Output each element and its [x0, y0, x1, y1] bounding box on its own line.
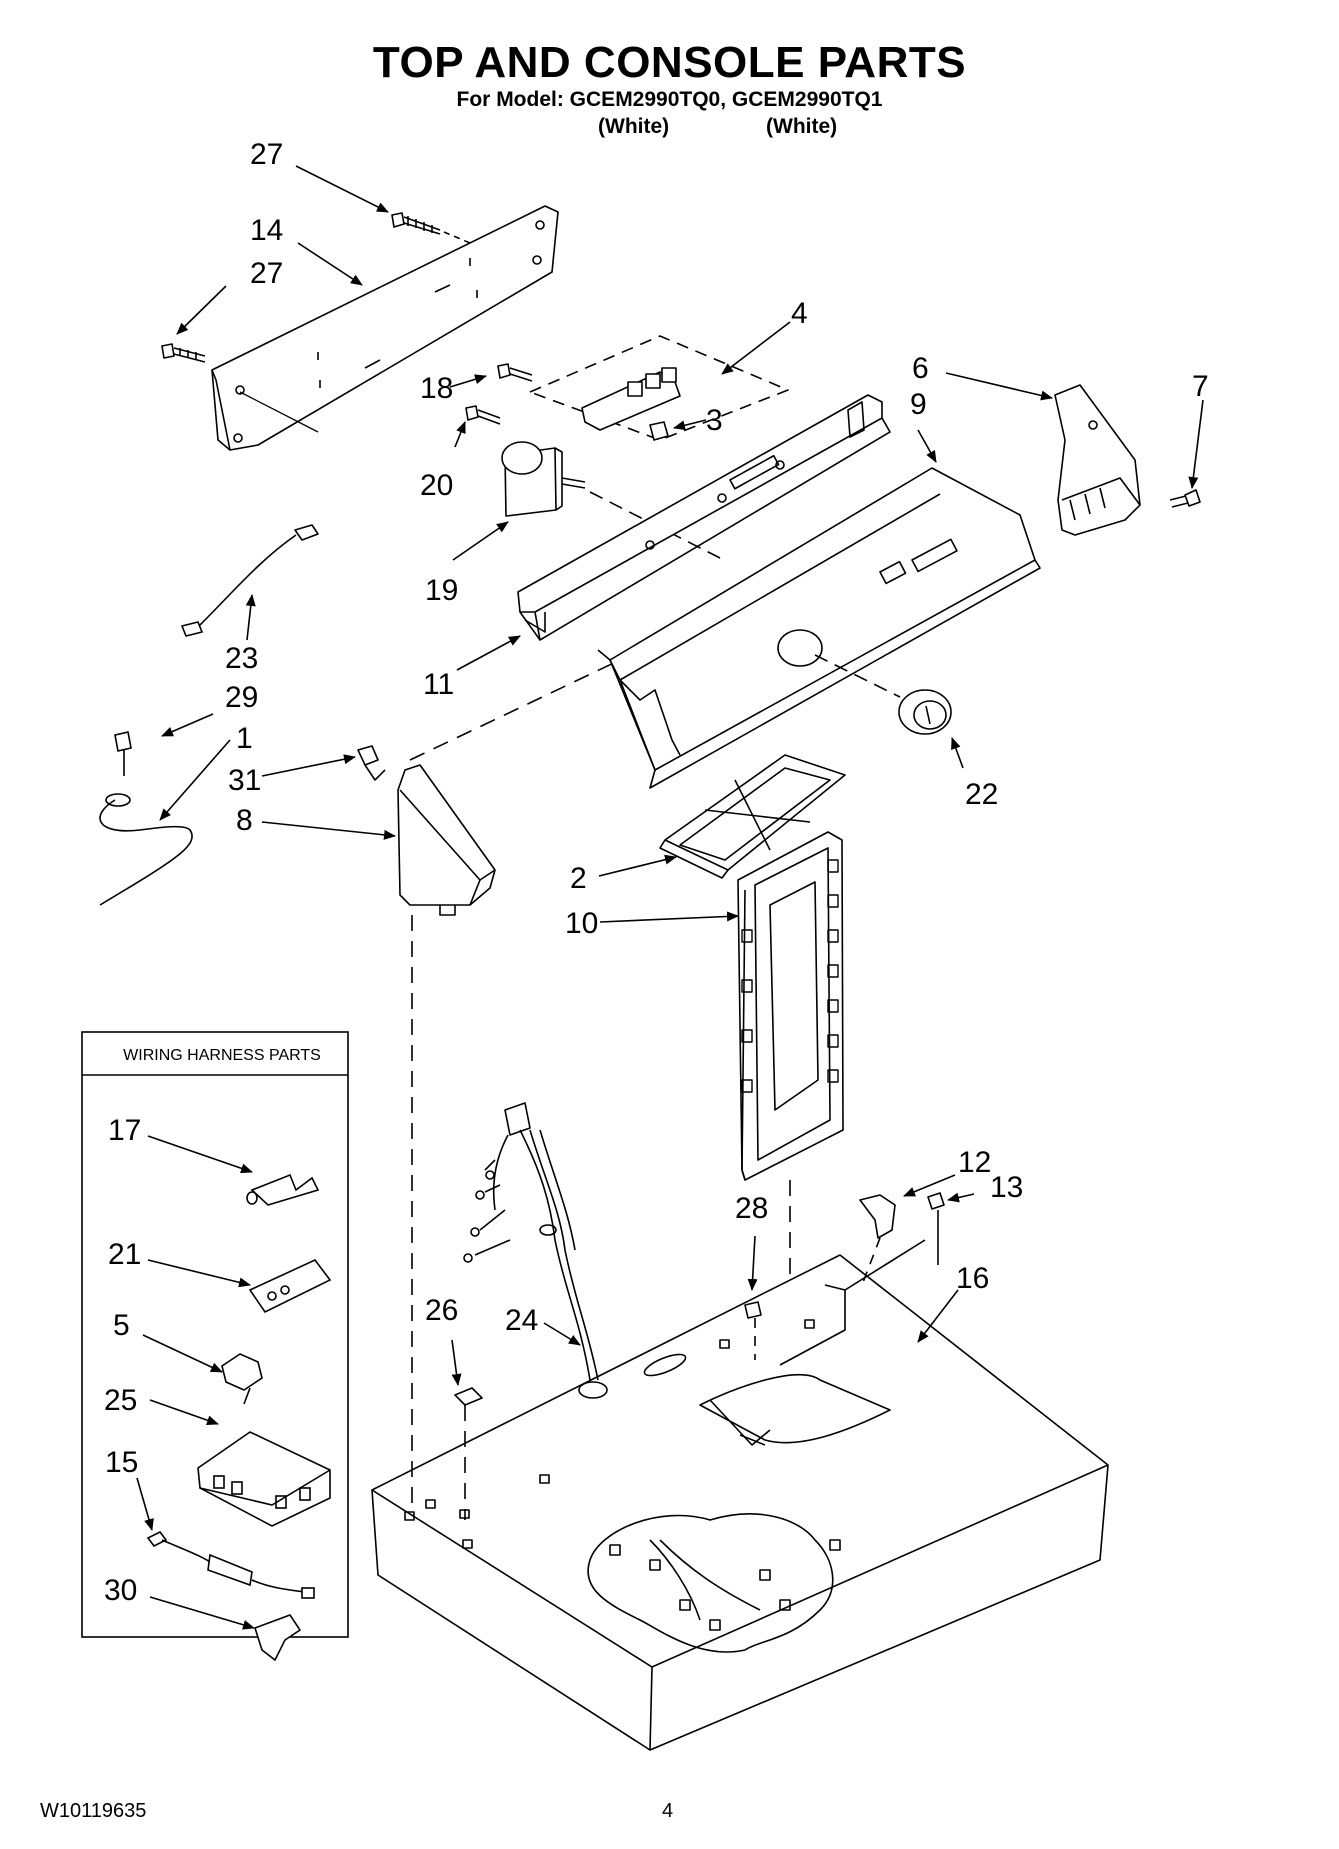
variant-label-left: (White) — [598, 115, 670, 138]
callout-22: 22 — [965, 778, 998, 811]
callout-5: 5 — [113, 1309, 130, 1342]
callout-30: 30 — [104, 1574, 137, 1607]
ground-wire-part-1 — [99, 793, 193, 906]
screw-part-18 — [497, 363, 533, 382]
callout-8: 8 — [236, 804, 253, 837]
page-number: 4 — [662, 1800, 674, 1822]
screw-part-28 — [744, 1301, 762, 1360]
model-subtitle: For Model: GCEM2990TQ0, GCEM2990TQ1 — [456, 88, 883, 111]
timer-part-19 — [501, 441, 721, 559]
callout-27-top: 27 — [250, 138, 283, 171]
clip-part-30 — [254, 1614, 302, 1662]
end-cap-right-part-6 — [1054, 384, 1141, 536]
lint-duct-part-10 — [737, 831, 844, 1370]
callout-25: 25 — [104, 1384, 137, 1417]
hinge-part-12 — [859, 1194, 896, 1286]
callout-26: 26 — [425, 1294, 458, 1327]
callout-31: 31 — [228, 764, 261, 797]
connector-part-21 — [248, 1259, 332, 1314]
callout-29: 29 — [225, 681, 258, 714]
callout-13: 13 — [990, 1171, 1023, 1204]
screw-part-20 — [465, 405, 501, 425]
callout-19: 19 — [425, 574, 458, 607]
callout-6: 6 — [912, 352, 929, 385]
knob-part-22 — [814, 654, 952, 735]
mounting-plate-part-14 — [211, 205, 559, 451]
callout-27-left: 27 — [250, 257, 283, 290]
screw-part-13 — [927, 1192, 945, 1265]
callout-3: 3 — [706, 404, 723, 437]
callout-9: 9 — [910, 388, 927, 421]
connector-block-part-25 — [197, 1431, 331, 1527]
lint-screen-part-2 — [659, 754, 846, 879]
callout-16: 16 — [956, 1262, 989, 1295]
callout-21: 21 — [108, 1238, 141, 1271]
page-title: TOP AND CONSOLE PARTS — [372, 38, 967, 87]
variant-label-right: (White) — [766, 115, 838, 138]
callout-23: 23 — [225, 642, 258, 675]
document-number: W10119635 — [40, 1800, 147, 1822]
terminal-part-17 — [246, 1173, 320, 1206]
callout-14: 14 — [250, 214, 283, 247]
rocker-switch-part-3 — [649, 421, 669, 441]
callout-1: 1 — [236, 722, 253, 755]
connector-part-5 — [221, 1353, 263, 1405]
bracket-part-26 — [454, 1387, 483, 1520]
callout-2: 2 — [570, 862, 587, 895]
console-bracket-part-11 — [517, 394, 891, 641]
wiring-harness-inset: WIRING HARNESS PARTS — [81, 1031, 349, 1662]
callout-17: 17 — [108, 1114, 141, 1147]
switch-assembly-part-4 — [529, 335, 789, 441]
clip-part-31 — [357, 745, 386, 781]
console-panel-part-9 — [597, 467, 1041, 789]
callout-24: 24 — [505, 1304, 538, 1337]
top-panel-part-16 — [371, 1239, 1109, 1751]
thermistor-part-15 — [146, 1530, 315, 1599]
callout-18: 18 — [420, 372, 453, 405]
callout-20: 20 — [420, 469, 453, 502]
callout-7: 7 — [1192, 370, 1209, 403]
callout-4: 4 — [791, 297, 808, 330]
wire-part-23 — [181, 524, 319, 637]
screw-part-27-top — [391, 212, 471, 244]
screw-part-29 — [114, 731, 132, 776]
end-cap-left-part-8 — [397, 659, 621, 916]
callout-11: 11 — [423, 668, 454, 701]
callout-15: 15 — [105, 1446, 138, 1479]
inset-title: WIRING HARNESS PARTS — [123, 1047, 321, 1064]
screw-part-27-left — [161, 343, 206, 363]
callout-28: 28 — [735, 1192, 768, 1225]
screw-part-7 — [1169, 489, 1201, 508]
callout-10: 10 — [565, 907, 598, 940]
callout-12: 12 — [958, 1146, 991, 1179]
